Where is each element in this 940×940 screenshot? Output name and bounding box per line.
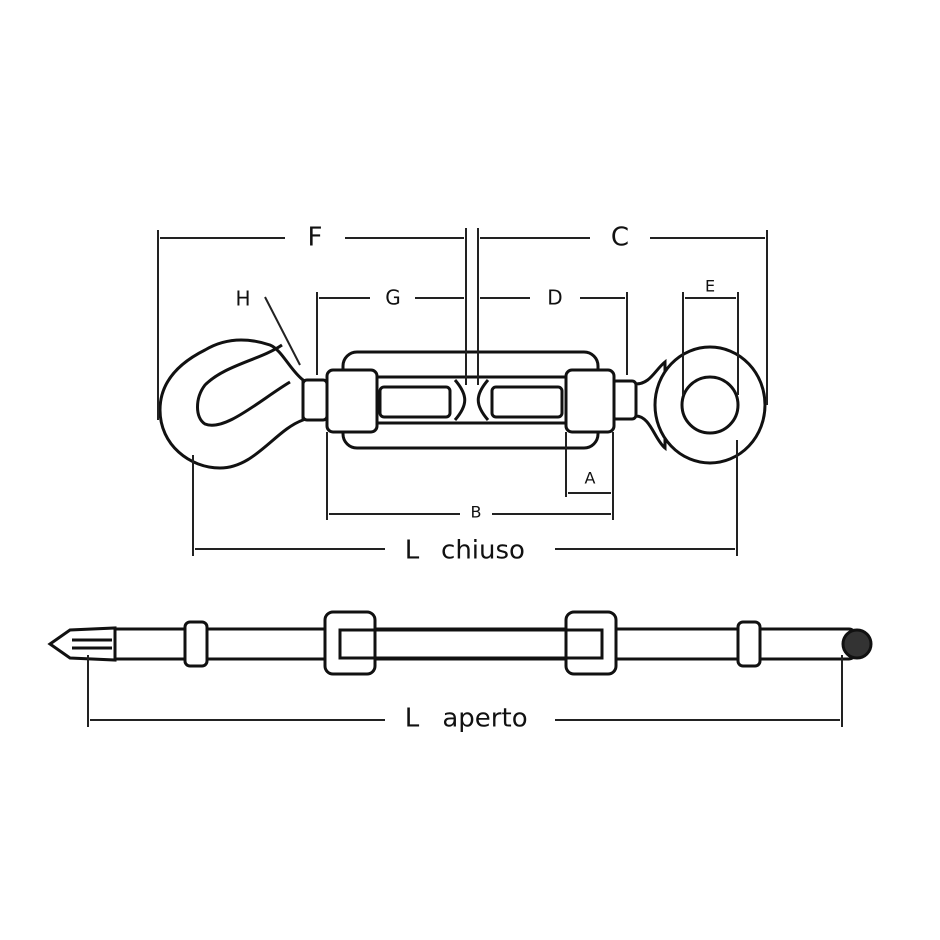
hook [158,338,305,470]
label-C: C [611,223,629,253]
label-open-text: aperto [442,704,527,734]
label-L-open: L [405,704,420,734]
eye-neck [610,379,638,421]
turnbuckle-closed-drawing [158,338,767,470]
hook-neck [301,378,329,422]
screw-left [378,385,452,419]
end-block-right [564,368,616,434]
collar-left [183,620,209,668]
body-center [453,379,490,421]
eye-end [841,628,873,660]
hook-inner [196,343,291,427]
hook-lines [72,638,112,650]
eye-outer [653,345,767,465]
eye-inner [680,375,740,435]
label-closed-text: chiuso [441,536,525,566]
body-block-right [564,610,618,676]
label-H: H [235,287,250,311]
label-L-closed: L [405,536,420,566]
label-A: A [585,469,596,488]
label-F: F [308,223,323,253]
end-block-left [325,368,379,434]
hook-tip [47,626,117,662]
screw-right [490,385,564,419]
body-frame-side [338,628,604,660]
collar-right [736,620,762,668]
dimension-lines [157,228,768,556]
label-B: B [471,503,482,522]
body-block-left [323,610,377,676]
open-dimension [87,655,843,727]
label-G: G [385,286,401,310]
turnbuckle-open-drawing [47,610,873,676]
label-D: D [547,286,562,310]
label-E: E [705,277,715,296]
